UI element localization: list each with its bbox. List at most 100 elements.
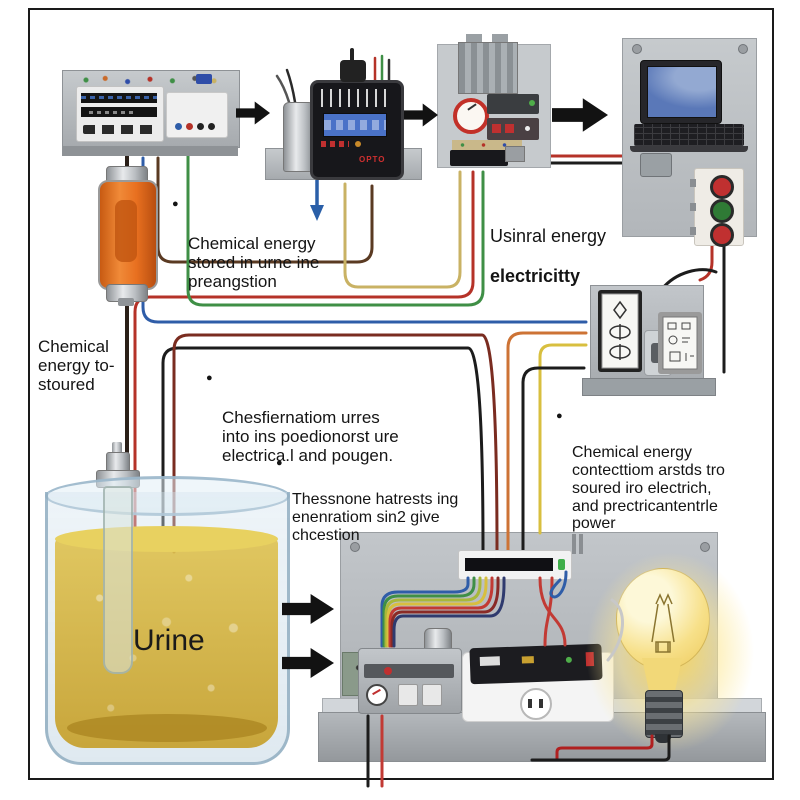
blue-arrow-down-icon bbox=[310, 205, 324, 221]
wire-orange bbox=[506, 331, 588, 553]
bubbles bbox=[55, 538, 278, 738]
electrode-tube bbox=[103, 486, 133, 674]
laptop-screen bbox=[640, 60, 722, 124]
bullet: ● bbox=[276, 457, 283, 469]
metal-cylinder-left bbox=[283, 102, 315, 172]
platform-edge bbox=[62, 146, 238, 156]
screw bbox=[738, 44, 748, 54]
urine-surface bbox=[55, 526, 278, 552]
port-red bbox=[186, 123, 193, 130]
port-black bbox=[208, 123, 215, 130]
label-text: electricitty bbox=[490, 266, 581, 287]
label-text: Chemical energy stored in urne ine prean… bbox=[188, 234, 320, 292]
laptop-station bbox=[622, 38, 757, 247]
label-text: Usinral energy bbox=[490, 226, 607, 247]
power-strip bbox=[458, 550, 572, 580]
junction-box bbox=[166, 92, 228, 138]
green-led bbox=[558, 559, 565, 570]
heatsink-block bbox=[458, 42, 518, 94]
bulb-tip bbox=[655, 734, 671, 743]
component-chips bbox=[70, 72, 230, 88]
screen-display bbox=[647, 66, 717, 118]
wire-d2-grey2 bbox=[285, 68, 297, 104]
label-text: Chemical energy contecttiom arstds tro s… bbox=[572, 443, 725, 533]
analog-gauge bbox=[366, 684, 388, 706]
display-strip bbox=[81, 107, 157, 117]
blue-module bbox=[196, 74, 212, 84]
red-block bbox=[505, 124, 514, 133]
meter-display-right bbox=[658, 312, 702, 374]
wire-black-L bbox=[521, 366, 586, 553]
strip-pin bbox=[572, 534, 576, 554]
circuit-board-station bbox=[62, 68, 240, 156]
button-row bbox=[83, 125, 155, 134]
green-led bbox=[565, 656, 572, 663]
outlet-socket bbox=[398, 684, 418, 706]
orange-cartridge bbox=[96, 166, 158, 306]
electrode-tip bbox=[112, 442, 122, 454]
outlet-round bbox=[520, 688, 552, 720]
module-red bbox=[487, 118, 539, 140]
outlet-socket bbox=[422, 684, 442, 706]
urine-liquid bbox=[55, 538, 278, 748]
terminal-nub bbox=[690, 227, 696, 235]
wire-darkred-loop bbox=[172, 333, 499, 554]
bullet: ● bbox=[206, 372, 213, 384]
meter-glyphs bbox=[601, 293, 639, 369]
outlet-slot bbox=[528, 699, 532, 708]
label-chemical-stored: ● Chemical energy stored in urne ine pre… bbox=[172, 196, 363, 292]
bullet: ● bbox=[172, 198, 179, 210]
breadboard-strip bbox=[452, 140, 522, 150]
meter-display-left bbox=[598, 290, 642, 372]
terminal-nub bbox=[690, 203, 696, 211]
bulb-neck bbox=[642, 658, 682, 692]
label-conversion: ● Chesfiernatiom urres into ins poediono… bbox=[206, 370, 432, 466]
screw bbox=[700, 542, 710, 552]
gold-component bbox=[521, 656, 534, 664]
green-indicator bbox=[710, 199, 734, 223]
cartridge-core bbox=[115, 200, 137, 262]
connector-grey bbox=[505, 146, 525, 162]
strip-slot-bar bbox=[465, 558, 553, 571]
label-text: Chesfiernatiom urres into ins poedionors… bbox=[222, 408, 399, 466]
urine-sediment bbox=[67, 714, 267, 742]
label-text: Chemical energy to- stoured bbox=[38, 337, 115, 395]
meter-station bbox=[582, 285, 716, 396]
wire-yellow bbox=[538, 343, 588, 535]
bulb-screw-base bbox=[645, 690, 683, 738]
wire-blue-main bbox=[141, 156, 588, 324]
beaker-label: Urine bbox=[133, 624, 205, 657]
filament bbox=[651, 593, 675, 653]
psu-module-strip bbox=[364, 664, 454, 678]
lcd-display bbox=[323, 113, 387, 137]
wire-red-main bbox=[133, 170, 475, 550]
wire-d2-grey1 bbox=[275, 74, 291, 104]
label-harvest: ● Thessnone hatrests ing enenratiom sin2… bbox=[276, 455, 477, 545]
wire-red-down bbox=[698, 238, 714, 282]
white-label bbox=[479, 656, 501, 666]
wire-black-loop bbox=[161, 346, 485, 553]
wire-green-main bbox=[186, 150, 485, 307]
psu-unit bbox=[342, 626, 462, 716]
strip-pin bbox=[579, 534, 583, 554]
label-energy-stored-left: Chemical energy to- stoured bbox=[38, 318, 134, 394]
port-blue bbox=[175, 123, 182, 130]
instrument-unit bbox=[76, 86, 164, 142]
red-indicator bbox=[710, 175, 734, 199]
screw bbox=[350, 542, 360, 552]
white-dot bbox=[525, 126, 530, 131]
wire-brown-loop bbox=[156, 156, 374, 264]
red-block bbox=[492, 124, 501, 133]
laptop-base bbox=[630, 146, 748, 152]
led-grid bbox=[321, 89, 387, 107]
black-box bbox=[450, 150, 508, 166]
cable-connector bbox=[640, 153, 672, 177]
wire-khaki-loop bbox=[343, 170, 462, 289]
outlet-slot bbox=[539, 699, 543, 708]
diagram-border bbox=[28, 8, 774, 780]
amber-dot bbox=[355, 141, 361, 147]
light-bulb bbox=[612, 566, 712, 746]
urine-beaker: Urine bbox=[45, 442, 290, 767]
analyzer-panel: OPTO bbox=[310, 80, 404, 180]
bulb-glass bbox=[616, 568, 710, 670]
